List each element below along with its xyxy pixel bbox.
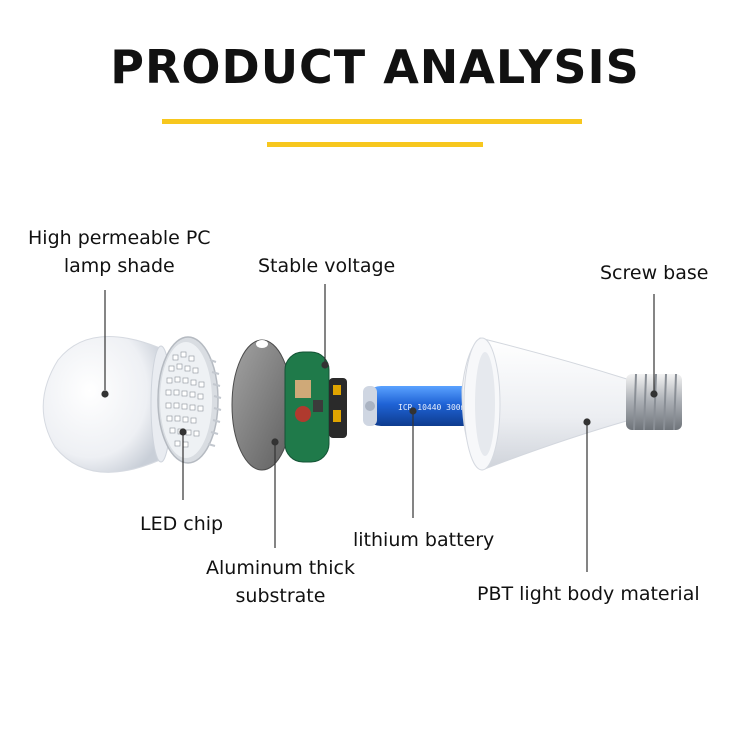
label-stable-voltage: Stable voltage — [258, 255, 396, 277]
screw-base — [626, 373, 682, 431]
title-underline-short — [267, 142, 483, 147]
led-chip-board — [157, 336, 222, 464]
page-title: PRODUCT ANALYSIS — [110, 40, 640, 94]
label-lamp-shade: High permeable PC lamp shade — [28, 227, 211, 277]
label-screw-base: Screw base — [600, 262, 709, 284]
battery-print: ICR 10440 300mAh 3.7V — [398, 403, 499, 412]
label-led-chip: LED chip — [140, 513, 224, 535]
lamp-shade — [42, 336, 172, 473]
label-aluminum-substrate: Aluminum thick substrate — [206, 557, 355, 607]
aluminum-substrate — [231, 339, 293, 471]
label-lithium-battery: lithium battery — [353, 529, 495, 551]
title-underline-long — [162, 119, 582, 124]
label-pbt-body: PBT light body material — [477, 583, 700, 605]
pbt-light-body — [461, 337, 631, 471]
leader-lines — [101, 284, 658, 572]
driver-pcb — [284, 351, 347, 463]
